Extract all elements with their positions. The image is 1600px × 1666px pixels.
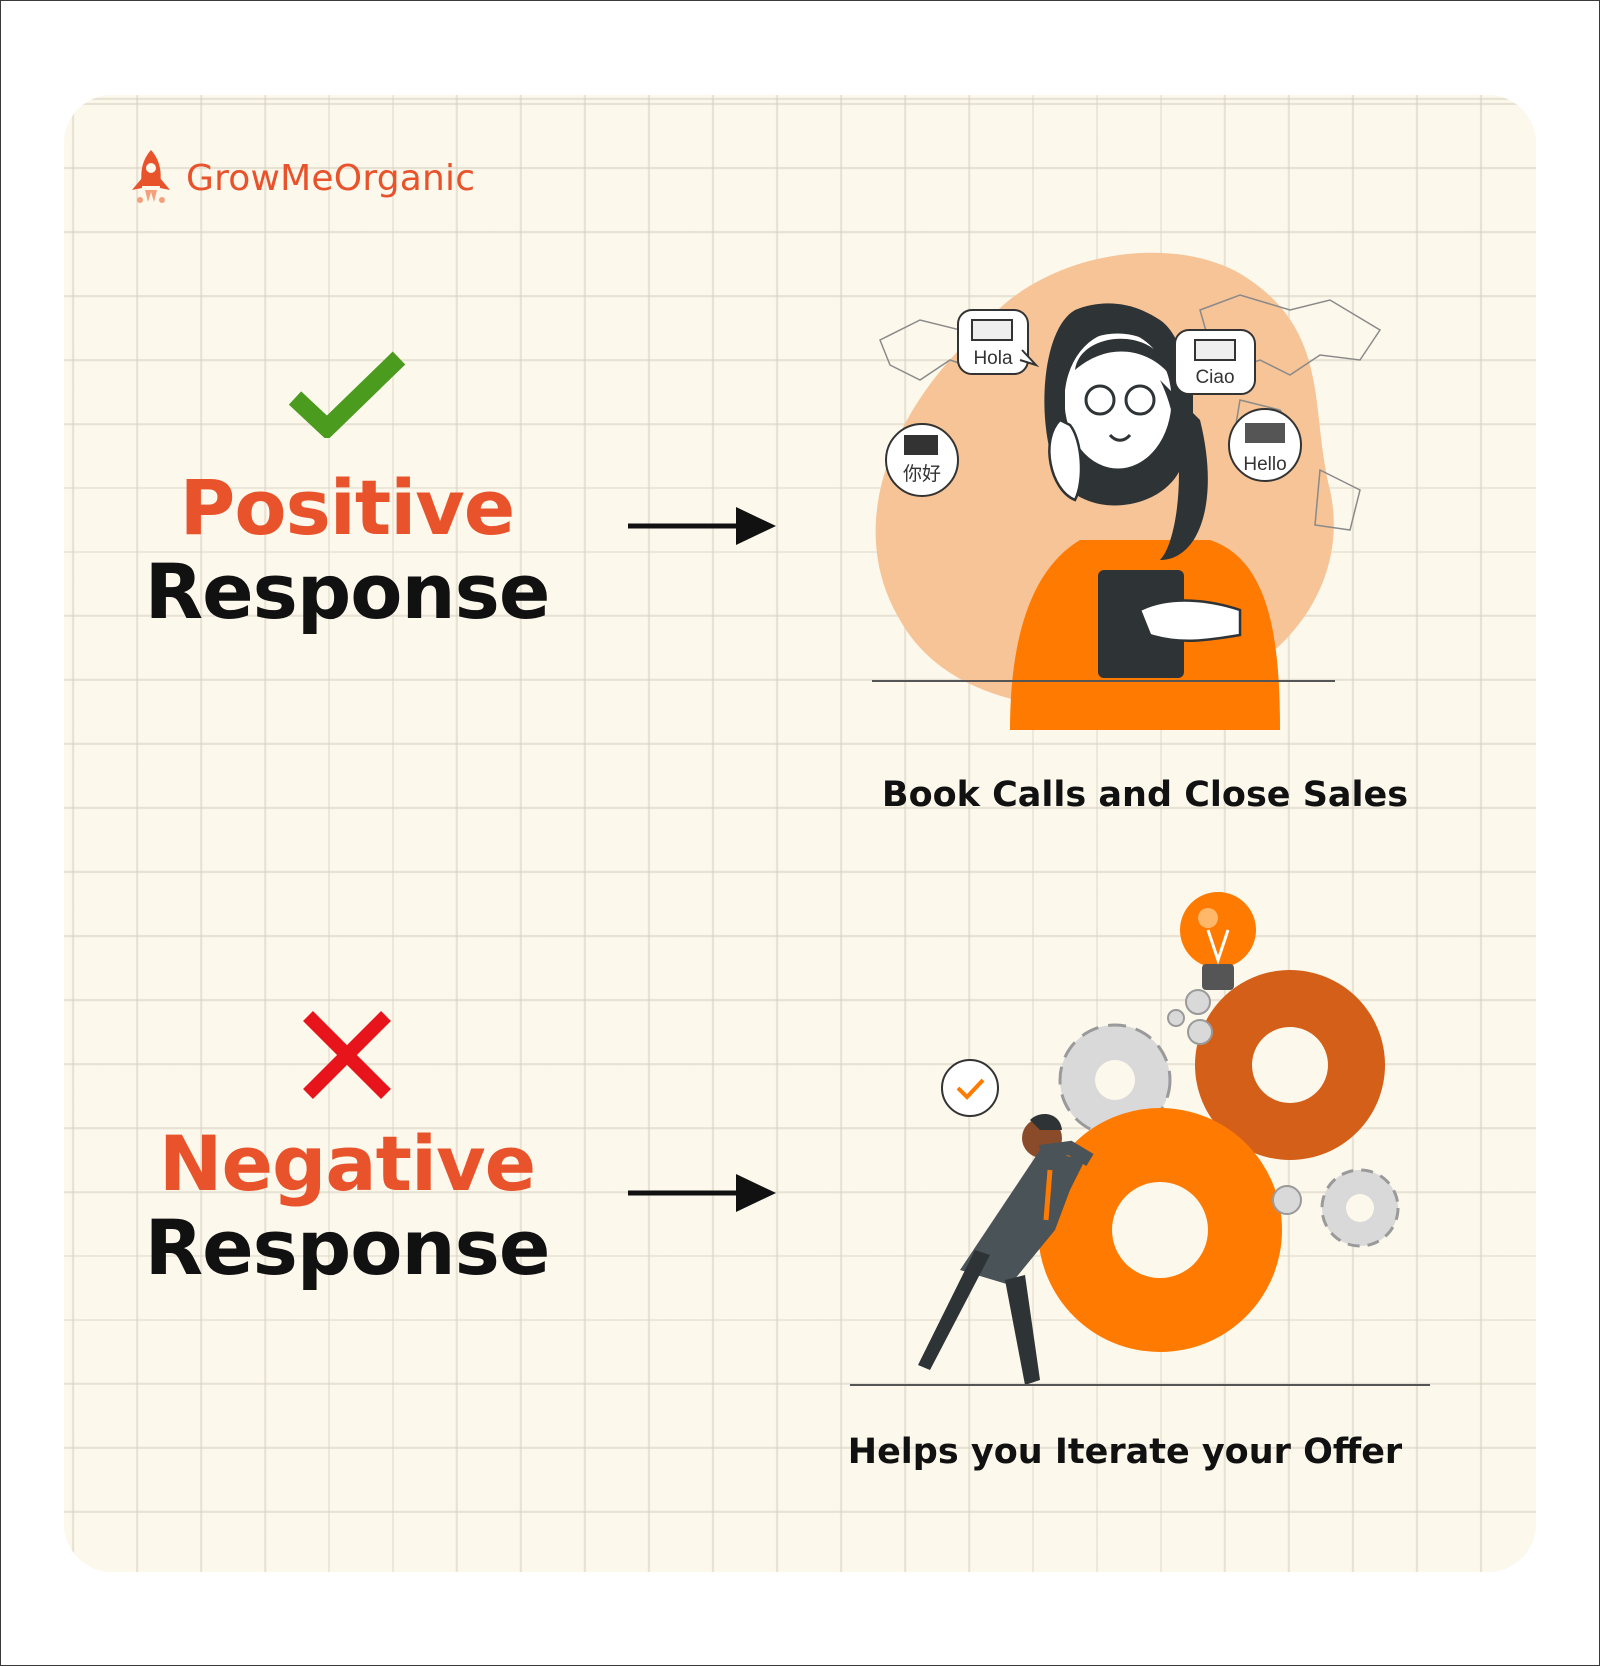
- businessman-figure: [918, 1114, 1094, 1385]
- brand-name: GrowMeOrganic: [186, 157, 476, 199]
- gear-icon: [1038, 1108, 1282, 1352]
- check-icon: [288, 351, 406, 438]
- cross-icon: [303, 1011, 391, 1099]
- bubble-ciao-text: Ciao: [1195, 367, 1234, 388]
- positive-caption: Book Calls and Close Sales: [881, 775, 1409, 815]
- positive-subtitle: Response: [144, 547, 551, 636]
- speech-bubble-hola: Hola: [957, 309, 1040, 375]
- brand-logo: GrowMeOrganic: [126, 148, 475, 208]
- gear-icon: [1195, 970, 1385, 1160]
- arrow-right-icon: [628, 507, 776, 545]
- lightbulb-icon: [1180, 892, 1256, 990]
- speech-bubble-nihao: 你好: [885, 423, 959, 497]
- positive-response-block: Positive Response: [132, 350, 562, 634]
- gears-illustration: [850, 892, 1430, 1386]
- positive-title: Positive: [179, 463, 516, 552]
- speech-bubble-ciao: Ciao: [1174, 329, 1256, 395]
- bubble-hola-text: Hola: [973, 348, 1013, 369]
- negative-response-block: Negative Response: [132, 1010, 562, 1290]
- negative-caption: Helps you Iterate your Offer: [847, 1432, 1403, 1472]
- arrow-right-icon: [628, 1174, 776, 1212]
- speech-bubble-hello: Hello: [1228, 408, 1302, 482]
- bubble-hello-text: Hello: [1243, 454, 1286, 475]
- negative-title: Negative: [158, 1119, 536, 1208]
- gear-icon: [1058, 1023, 1172, 1137]
- negative-subtitle: Response: [144, 1203, 551, 1292]
- rocket-icon: [132, 150, 170, 203]
- bubble-nihao-text: 你好: [903, 463, 941, 485]
- check-bubble-icon: [941, 1059, 999, 1117]
- translator-illustration: Hola Ciao 你好 Hello: [872, 252, 1382, 730]
